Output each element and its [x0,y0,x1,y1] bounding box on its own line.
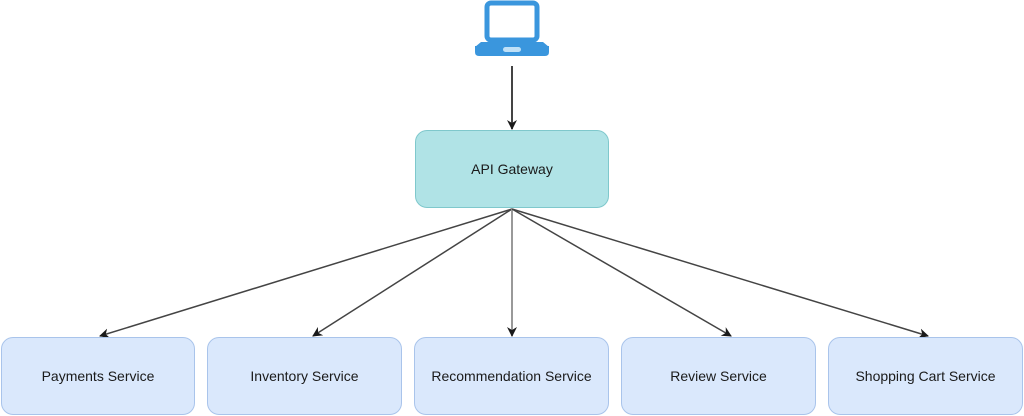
edge-gateway-payments [99,208,513,339]
api-gateway-node: API Gateway [415,130,609,208]
edge-gateway-shopping-cart [511,208,929,339]
service-label: Recommendation Service [431,368,592,384]
service-label: Shopping Cart Service [855,368,996,384]
recommendation-service-node: Recommendation Service [414,337,609,415]
service-label: Inventory Service [250,368,359,384]
laptop-icon [471,0,553,60]
shopping-cart-service-node: Shopping Cart Service [828,337,1023,415]
service-label: Payments Service [41,368,155,384]
edge-gateway-inventory [312,208,513,337]
payments-service-node: Payments Service [1,337,195,415]
service-label: Review Service [670,368,767,384]
api-gateway-label: API Gateway [471,161,553,177]
inventory-service-node: Inventory Service [207,337,402,415]
review-service-node: Review Service [621,337,816,415]
edge-gateway-review [511,208,732,337]
